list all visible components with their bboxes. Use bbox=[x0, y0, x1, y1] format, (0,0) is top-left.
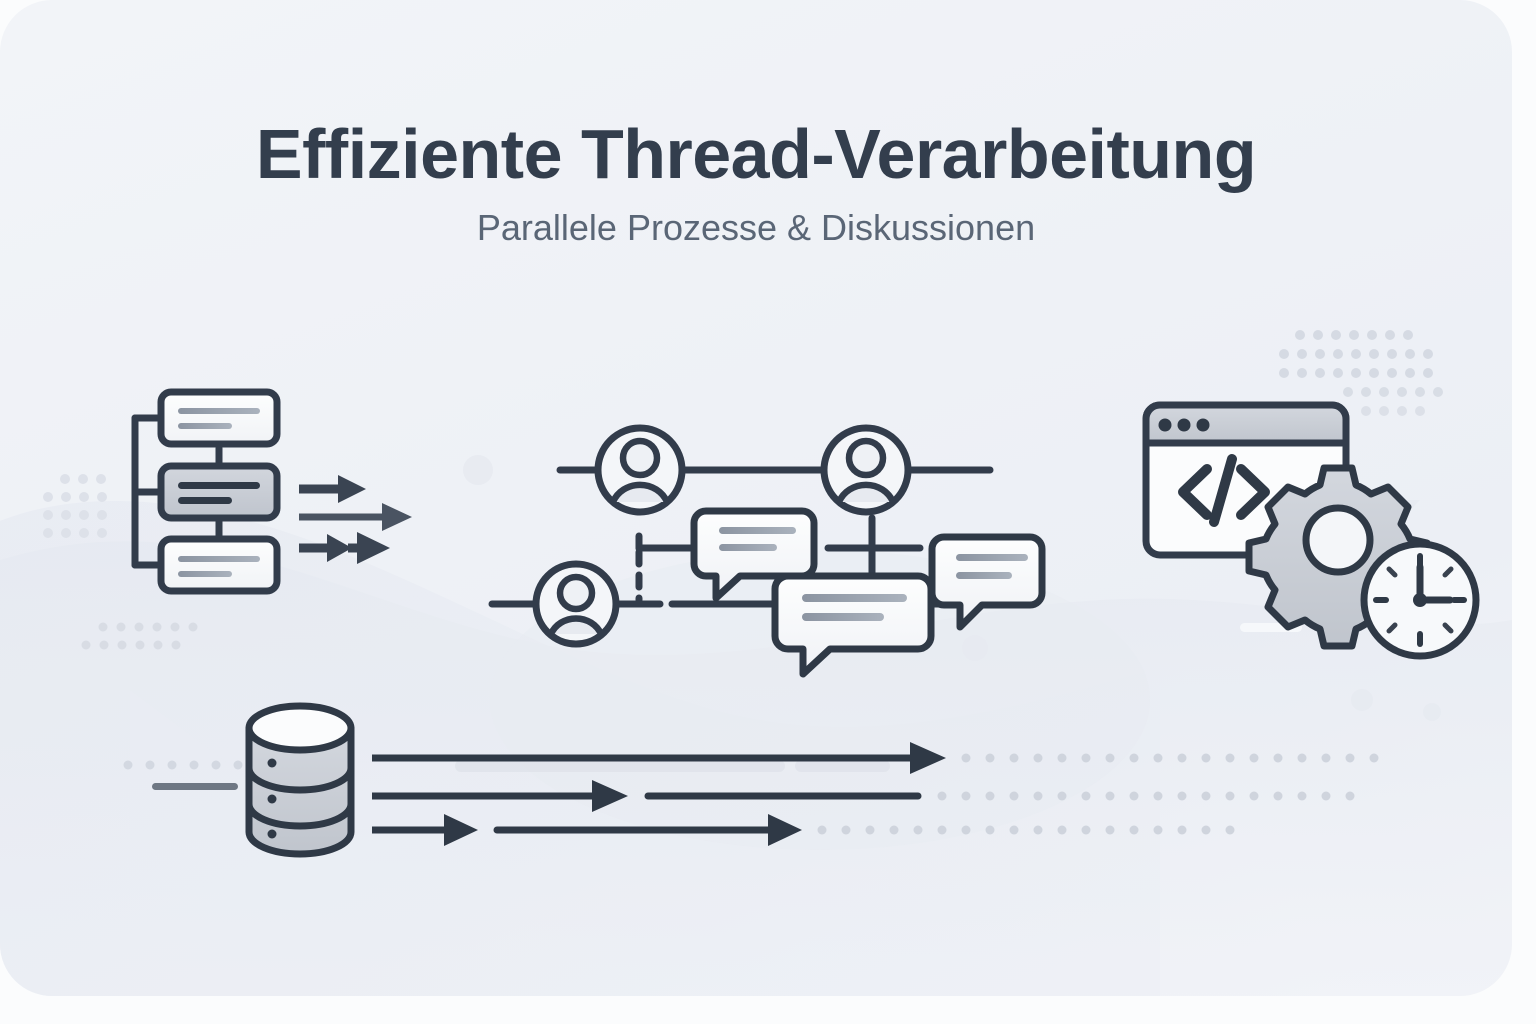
flowchart-card-2[interactable] bbox=[157, 462, 281, 522]
database-divider-2 bbox=[245, 803, 355, 830]
dot-grid-top-right bbox=[1279, 330, 1443, 416]
stream-arrow-2 bbox=[372, 780, 1355, 812]
circle-decor-d bbox=[1423, 703, 1441, 721]
flowchart-card-3-body bbox=[157, 535, 281, 595]
discussion-group bbox=[488, 424, 1046, 678]
stream-3-dotted-trail bbox=[817, 825, 1235, 835]
database-divider-1 bbox=[245, 767, 355, 794]
database-led-3 bbox=[267, 829, 277, 839]
flowchart-arrow-1 bbox=[299, 475, 366, 503]
database-icon[interactable] bbox=[245, 702, 355, 858]
code-angle-left-icon bbox=[1178, 464, 1212, 520]
blob-mid bbox=[490, 550, 1150, 850]
code-window-titlebar bbox=[1142, 401, 1350, 447]
window-dot-2 bbox=[1177, 418, 1191, 432]
code-angle-right-icon bbox=[1236, 464, 1270, 520]
flowchart-card-2-line-1 bbox=[178, 482, 260, 489]
circle-decor-a bbox=[463, 455, 493, 485]
window-dot-1 bbox=[1158, 418, 1172, 432]
hero-card: Effiziente Thread-Verarbeitung Parallele… bbox=[0, 0, 1512, 996]
speech-bubble-2-line-2 bbox=[802, 613, 884, 621]
short-dash-db-left bbox=[152, 783, 238, 790]
flowchart-card-1[interactable] bbox=[157, 388, 281, 448]
flowchart-card-2-line-2 bbox=[178, 497, 232, 504]
stream-2-dotted-trail bbox=[937, 791, 1355, 801]
speech-bubble-1[interactable] bbox=[690, 507, 818, 602]
flowchart-card-3-line-1 bbox=[178, 556, 260, 562]
dot-rows-lower-left bbox=[81, 622, 198, 650]
speech-bubble-1-line-1 bbox=[719, 527, 796, 534]
flowchart-card-1-body bbox=[157, 388, 281, 448]
light-bar-b bbox=[795, 760, 890, 772]
speech-bubble-2-body bbox=[771, 572, 935, 678]
clock-center-pin bbox=[1413, 593, 1427, 607]
stream-arrow-3 bbox=[372, 814, 1235, 846]
dot-grid-left bbox=[43, 474, 107, 538]
clock-icon[interactable] bbox=[1360, 540, 1480, 660]
flowchart-card-2-body bbox=[157, 462, 281, 522]
circle-decor-b bbox=[962, 635, 988, 661]
code-slash-icon bbox=[1209, 454, 1237, 527]
window-dot-3 bbox=[1196, 418, 1210, 432]
header-block: Effiziente Thread-Verarbeitung Parallele… bbox=[0, 115, 1512, 249]
avatar-icon-2[interactable] bbox=[820, 424, 912, 516]
illustration-artwork bbox=[131, 388, 1480, 858]
stream-arrow-1 bbox=[372, 742, 1379, 774]
database-led-1 bbox=[267, 758, 277, 768]
database-flow-group bbox=[245, 702, 1379, 858]
page-title: Effiziente Thread-Verarbeitung bbox=[255, 115, 1257, 193]
speech-bubble-1-line-2 bbox=[719, 544, 777, 551]
clock-minor-ticks bbox=[1386, 566, 1454, 634]
flowchart-arrow-2 bbox=[299, 503, 412, 531]
flowchart-arrow-3 bbox=[299, 532, 390, 564]
flowchart-group bbox=[131, 388, 412, 595]
dot-row-db-left bbox=[123, 760, 243, 770]
flowchart-card-3[interactable] bbox=[157, 535, 281, 595]
circle-decor-c bbox=[1351, 689, 1373, 711]
speech-bubble-2[interactable] bbox=[771, 572, 935, 678]
flowchart-card-3-line-2 bbox=[178, 571, 232, 577]
code-window-group bbox=[1142, 401, 1480, 660]
speech-bubble-3-line-1 bbox=[956, 554, 1028, 561]
speech-bubble-2-line-1 bbox=[802, 594, 907, 602]
database-top bbox=[245, 702, 355, 754]
avatar-icon-1[interactable] bbox=[594, 424, 686, 516]
flowchart-card-1-line-1 bbox=[178, 408, 260, 414]
database-led-2 bbox=[267, 794, 277, 804]
flowchart-card-1-line-2 bbox=[178, 423, 232, 429]
stream-1-dotted-trail bbox=[961, 753, 1379, 763]
gear-hub bbox=[1302, 504, 1374, 576]
speech-bubble-3-line-2 bbox=[956, 572, 1012, 579]
speech-bubble-3[interactable] bbox=[928, 533, 1046, 631]
page-subtitle: Parallele Prozesse & Diskussionen bbox=[476, 206, 1036, 248]
avatar-icon-3[interactable] bbox=[532, 560, 620, 648]
speech-bubble-3-body bbox=[928, 533, 1046, 631]
light-bar-a bbox=[455, 760, 785, 772]
